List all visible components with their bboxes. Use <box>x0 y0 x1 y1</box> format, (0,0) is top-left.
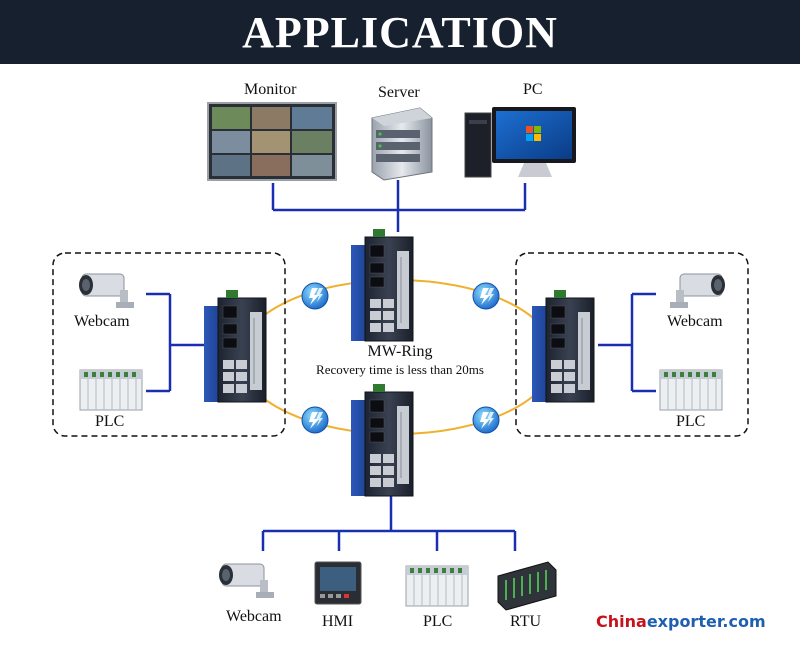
plc-icon <box>405 565 469 607</box>
right-webcam-label: Webcam <box>667 313 723 330</box>
plc-icon <box>659 369 723 411</box>
server-label: Server <box>378 84 420 101</box>
wireless-link-icon <box>301 406 329 434</box>
ring-recovery-label: Recovery time is less than 20ms <box>316 362 484 377</box>
wireless-link-icon <box>472 406 500 434</box>
page-title: APPLICATION <box>242 8 558 57</box>
left-webcam-label: Webcam <box>74 313 130 330</box>
wireless-link-icon <box>301 282 329 310</box>
ring-switch-bottom <box>350 383 414 497</box>
ring-switch-left <box>203 289 267 403</box>
plc-icon <box>79 369 143 411</box>
left-group-box <box>52 252 286 437</box>
ring-switch-right <box>531 289 595 403</box>
pc-label: PC <box>523 81 543 98</box>
bottom-hmi-label: HMI <box>322 613 354 630</box>
server-icon <box>371 107 433 181</box>
pc-icon <box>464 107 576 178</box>
right-plc-label: PLC <box>676 413 706 430</box>
monitor-label: Monitor <box>244 81 297 98</box>
webcam-icon <box>78 273 135 309</box>
ring-name-label: MW-Ring <box>367 343 433 360</box>
top-links <box>271 180 527 232</box>
right-links <box>598 292 656 393</box>
left-plc-label: PLC <box>95 413 125 430</box>
rtu-icon <box>497 561 557 611</box>
webcam-icon <box>218 563 275 599</box>
watermark-part1: China <box>596 612 647 631</box>
webcam-icon <box>669 273 726 309</box>
header-banner: APPLICATION <box>0 0 800 64</box>
bottom-rtu-label: RTU <box>510 613 542 630</box>
right-group-box <box>515 252 749 437</box>
left-links <box>146 292 206 393</box>
monitor-icon <box>207 102 337 181</box>
wireless-link-icon <box>472 282 500 310</box>
ring-switch-top <box>350 228 414 342</box>
bottom-links <box>261 494 517 551</box>
watermark: Chinaexporter.com <box>596 612 766 631</box>
bottom-webcam-label: Webcam <box>226 608 282 625</box>
watermark-part2: exporter.com <box>646 612 766 631</box>
hmi-icon <box>314 561 362 605</box>
bottom-plc-label: PLC <box>423 613 453 630</box>
